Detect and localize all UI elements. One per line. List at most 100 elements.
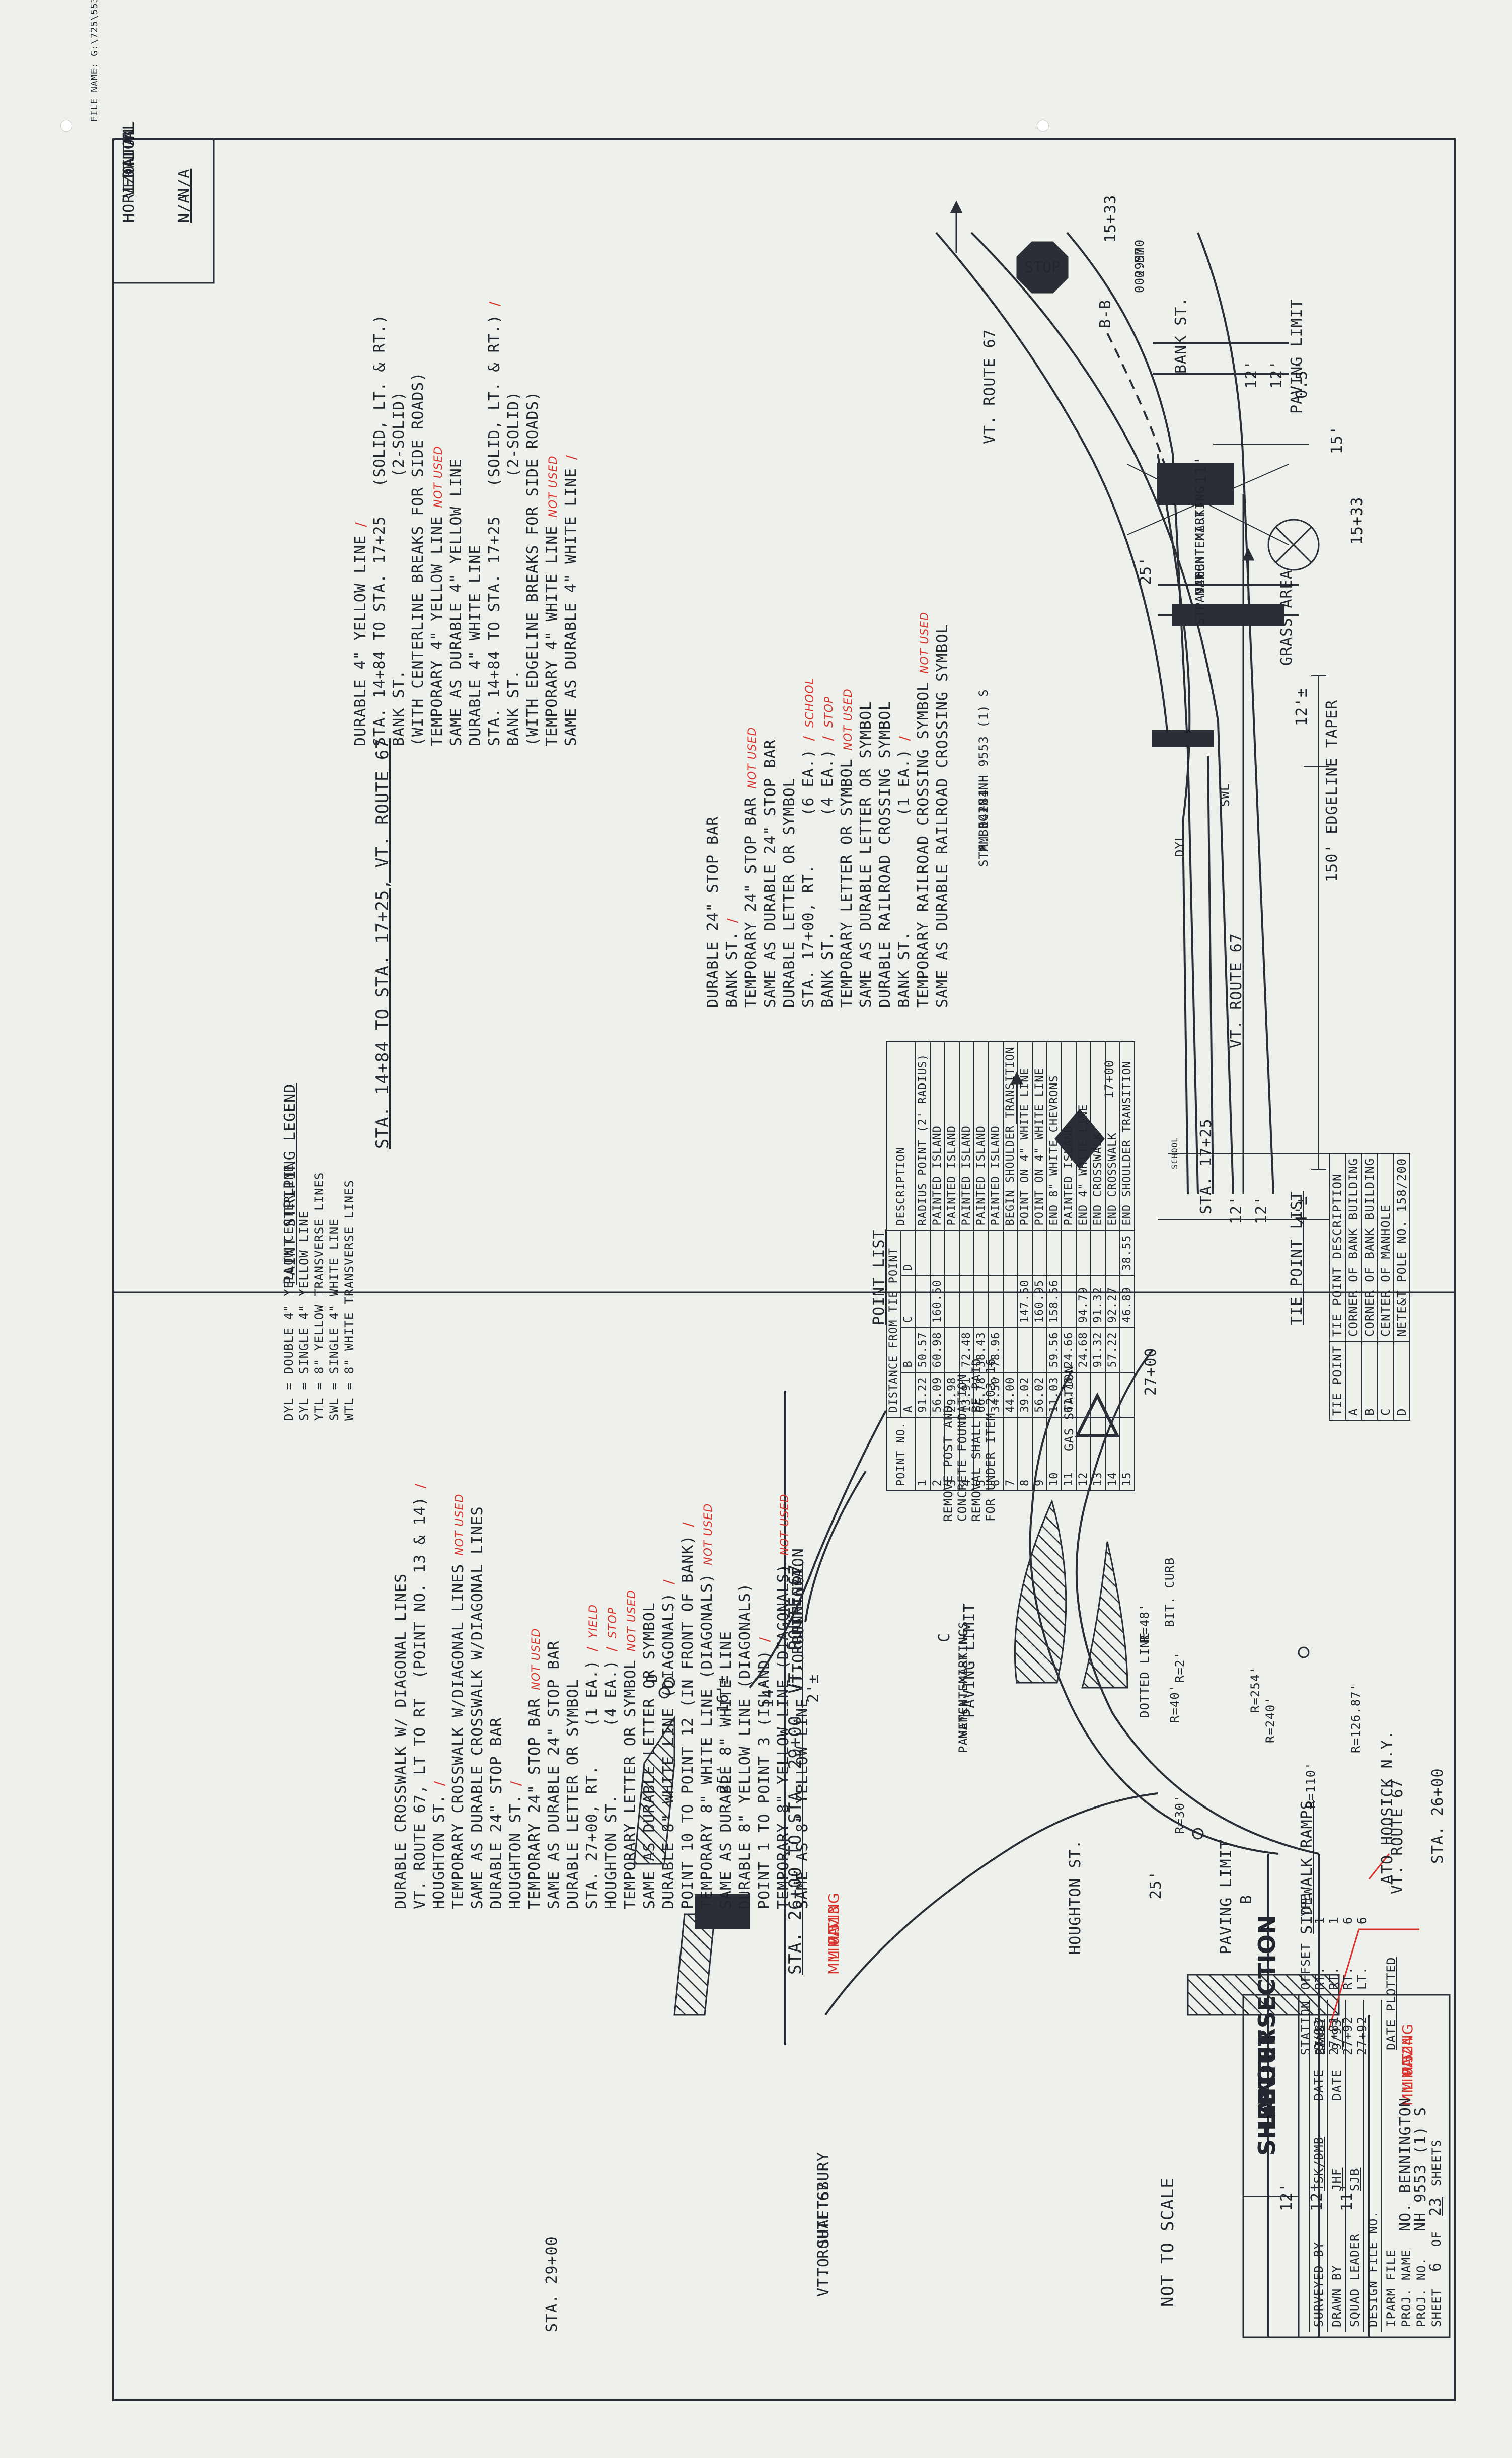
table-cell: PAINTED ISLAND bbox=[974, 1042, 989, 1231]
lower-bit-curb: BIT. CURB bbox=[1163, 1557, 1177, 1627]
note-text: STA. 14+84 TO STA. 17+25 (SOLID, LT. & R… bbox=[371, 314, 389, 746]
table-cell: D bbox=[1394, 1341, 1410, 1420]
table-cell: 91.22 bbox=[916, 1372, 930, 1417]
note-line: SAME AS DURABLE CROSSWALK W/DIAGONAL LIN… bbox=[469, 1305, 488, 1909]
note-line: TEMPORARY 8" WHITE LINE (DIAGONALS)NOT U… bbox=[698, 1305, 718, 1909]
table-cell: PAINTED ISLAND bbox=[989, 1042, 1003, 1231]
note-line: TEMPORARY 4" WHITE LINENOT USED bbox=[543, 243, 563, 746]
handwritten-note: NOT USED bbox=[626, 1589, 638, 1652]
note-text: BANK ST. (4 EA.) bbox=[819, 749, 837, 1008]
title-block-value: TSK/DMB bbox=[1312, 2136, 1326, 2191]
note-line: DURABLE 24" STOP BAR bbox=[704, 504, 724, 1008]
table-cell: END CROSSWALK bbox=[1091, 1042, 1105, 1231]
note-line: POINT 10 TO POINT 12 (IN FRONT OF BANK)/ bbox=[679, 1305, 699, 1909]
note-line: SAME AS DURABLE RAILROAD CROSSING SYMBOL bbox=[934, 504, 953, 1008]
note-text: TEMPORARY 24" STOP BAR bbox=[742, 797, 760, 1008]
note-text: DURABLE 8" WHITE LINE (DIAGONALS) bbox=[660, 1592, 677, 1909]
remove-post-line: CONCRETE FOUNDATION bbox=[955, 1373, 969, 1522]
table-cell: LT. bbox=[1355, 1966, 1369, 1990]
note-line: HOUGHTON ST./ bbox=[507, 1305, 526, 1909]
table-cell: 44.00 bbox=[1003, 1372, 1018, 1417]
lower-dim-25b: 25' bbox=[1147, 1870, 1165, 1899]
table-cell: 14 bbox=[1105, 1417, 1120, 1491]
note-line: VT. ROUTE 67, LT TO RT (POINT NO. 13 & 1… bbox=[411, 1305, 431, 1909]
note-line: HOUGHTON ST./ bbox=[430, 1305, 450, 1909]
note-text: (WITH EDGELINE BREAKS FOR SIDE ROADS) bbox=[524, 391, 542, 746]
handwritten-note: NOT USED bbox=[842, 688, 855, 751]
upper-dim-12b: 12' bbox=[1268, 359, 1286, 389]
table-cell: 158.56 bbox=[1047, 1275, 1062, 1328]
table-cell: 39.02 bbox=[1018, 1372, 1032, 1417]
proj-no-label: PROJ. NO. bbox=[1414, 2257, 1428, 2327]
tie-table-head: TIE POINT DESCRIPTION bbox=[1329, 1153, 1345, 1341]
note-line: TEMPORARY 4" YELLOW LINENOT USED bbox=[428, 243, 448, 746]
handwritten-note: NOT USED bbox=[530, 1628, 543, 1690]
table-cell: POINT ON 4" WHITE LINE bbox=[1018, 1042, 1032, 1231]
note-text: BANK ST. (2-SOLID) bbox=[390, 391, 408, 746]
lower-radius-240: R=240' bbox=[1263, 1696, 1277, 1743]
table-cell: 56.02 bbox=[1032, 1372, 1047, 1417]
table-cell bbox=[1120, 1327, 1135, 1372]
note-text: HOUGHTON ST. bbox=[507, 1794, 524, 1909]
table-cell bbox=[1018, 1327, 1032, 1372]
note-line: TEMPORARY 24" STOP BARNOT USED bbox=[742, 504, 762, 1008]
lower-to-shaftsbury-2: VT. ROUTE 67 bbox=[815, 2182, 833, 2297]
point-table-group-head: DISTANCE FROM TIE POINT bbox=[886, 1230, 901, 1417]
table-cell: 92.27 bbox=[1105, 1275, 1120, 1328]
point-table-head: D bbox=[901, 1230, 916, 1275]
upper-dim-15: 15' bbox=[1328, 425, 1346, 454]
tie-table-head: TIE POINT bbox=[1329, 1341, 1345, 1420]
note-text: BANK ST. bbox=[723, 931, 741, 1008]
note-line: TEMPORARY LETTER OR SYMBOLNOT USED bbox=[838, 504, 858, 1008]
check-mark: / bbox=[896, 735, 913, 741]
note-line: DURABLE 24" STOP BAR bbox=[488, 1305, 507, 1909]
check-mark: / bbox=[800, 735, 817, 741]
sheet-label: SHEET bbox=[1429, 2288, 1444, 2327]
table-cell bbox=[1018, 1230, 1032, 1275]
upper-edgeline-taper: 150' EDGELINE TAPER bbox=[1323, 699, 1341, 882]
lower-tie-a: A bbox=[1379, 1874, 1396, 1884]
remove-post-line: REMOVE POST AND bbox=[941, 1405, 955, 1522]
table-cell: 9 bbox=[1032, 1417, 1047, 1491]
handwritten-note: STOP bbox=[607, 1607, 619, 1638]
note-text: TEMPORARY 4" YELLOW LINE bbox=[428, 516, 446, 746]
lower-tie-d: D bbox=[644, 1673, 661, 1683]
note-text: TEMPORARY CROSSWALK W/DIAGONAL LINES bbox=[449, 1563, 467, 1909]
note-text: HOUGHTON ST. bbox=[430, 1794, 448, 1909]
table-cell: 1 bbox=[916, 1417, 930, 1491]
table-cell bbox=[1062, 1275, 1076, 1328]
note-line: SAME AS DURABLE 8" WHITE LINE bbox=[717, 1305, 737, 1909]
point-list-title: POINT LIST bbox=[870, 1229, 888, 1325]
table-cell: PAINTED ISLAND bbox=[930, 1042, 945, 1231]
table-cell bbox=[1091, 1230, 1105, 1275]
table-cell bbox=[1003, 1230, 1018, 1275]
lower-radius-126: R=126.87' bbox=[1349, 1683, 1363, 1753]
upper-dyl: DYL bbox=[1173, 833, 1187, 857]
title-block-value: SJB bbox=[1348, 2167, 1362, 2191]
table-cell: 160.95 bbox=[1032, 1275, 1047, 1328]
svg-text:STOP: STOP bbox=[1024, 259, 1061, 276]
note-line: DURABLE CROSSWALK W/ DIAGONAL LINES bbox=[392, 1305, 412, 1909]
note-line: (WITH CENTERLINE BREAKS FOR SIDE ROADS) bbox=[409, 243, 429, 746]
table-cell bbox=[1003, 1275, 1018, 1328]
note-text: DURABLE 8" YELLOW LINE (DIAGONALS) bbox=[736, 1582, 754, 1909]
upper-b-b: B-B bbox=[1097, 299, 1114, 328]
table-cell bbox=[1105, 1372, 1120, 1417]
note-line: DURABLE LETTER OR SYMBOL bbox=[564, 1305, 584, 1909]
upper-school-word: SCHOOL bbox=[1170, 1137, 1179, 1169]
note-line: TEMPORARY RAILROAD CROSSING SYMBOLNOT US… bbox=[915, 504, 934, 1008]
title-block-label: IPARM FILE bbox=[1384, 2249, 1398, 2328]
lower-tie-b: B bbox=[1238, 1894, 1255, 1904]
table-cell bbox=[916, 1230, 930, 1275]
table-cell: NETE&T POLE NO. 158/200 bbox=[1394, 1153, 1410, 1341]
handwritten-note: YIELD bbox=[587, 1604, 600, 1638]
